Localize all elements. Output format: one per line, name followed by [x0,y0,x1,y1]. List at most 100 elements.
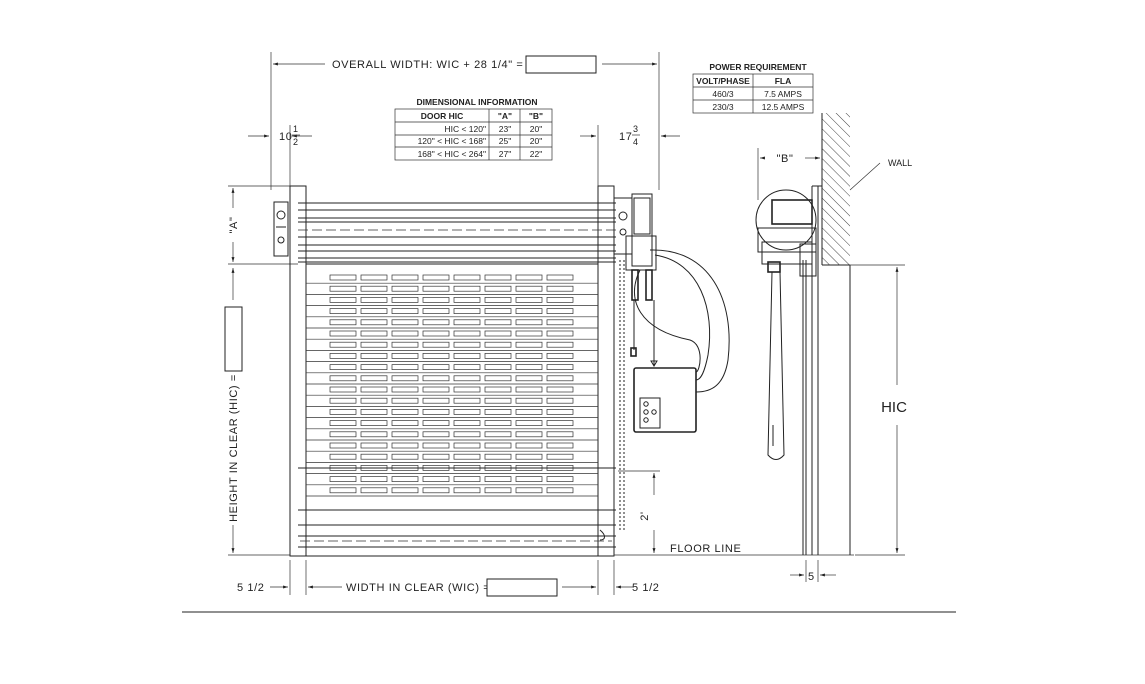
slat-vision-panel [453,453,481,460]
slat-vision-panel [484,409,512,415]
dimension-b-label: "B" [777,153,794,165]
dim-row-1-a: 23" [499,124,511,134]
slat-vision-panel [329,420,357,426]
dim-row-2-b: 20" [530,136,542,146]
dimensional-table-title: DIMENSIONAL INFORMATION [416,97,537,107]
slat-vision-panel [453,420,481,426]
right-sideroom-fraction-bottom: 4 [633,137,638,147]
left-sideroom-number: 10 [279,131,292,143]
slat-vision-panel [546,274,574,281]
slat-vision-panel [546,285,574,292]
dim-header-b: "B" [529,111,543,121]
slat-vision-panel [453,386,481,393]
slat-vision-panel [515,420,543,426]
slat-vision-panel [360,341,388,348]
slat-vision-panel [391,397,419,404]
height-in-clear-dimension: HEIGHT IN CLEAR (HIC) = [224,268,290,556]
right-sideroom-number: 17 [619,131,632,143]
width-in-clear-label: WIDTH IN CLEAR (WIC) = [346,582,490,594]
slat-vision-panel [484,487,512,494]
control-cables [634,249,730,393]
left-sideroom-dimension: 10 1 2 [248,124,312,190]
slat-vision-panel [453,330,481,337]
slat-vision-panel [546,453,574,460]
slat-vision-panel [422,386,450,393]
slat-vision-panel [329,364,357,370]
slat-vision-panel [422,285,450,292]
slat-vision-panel [329,386,357,393]
slat-vision-panel [329,476,357,482]
slat-vision-panel [453,353,481,359]
slat-vision-panel [484,386,512,393]
slat-vision-panel [515,453,543,460]
slat-vision-panel [422,420,450,426]
slat-vision-panel [422,341,450,348]
slat-vision-panel [515,353,543,359]
slat-vision-panel [453,375,481,382]
slat-vision-panel [391,364,419,370]
slat-vision-panel [453,431,481,438]
slat-vision-panel [515,431,543,438]
power-row-1-fla: 7.5 AMPS [764,89,802,99]
slat-vision-panel [546,353,574,359]
slat-vision-panel [391,285,419,292]
slat-vision-panel [329,431,357,438]
slat-vision-panel [329,274,357,281]
slat-vision-panel [422,409,450,415]
slat-vision-panel [546,364,574,370]
dimensional-information-table: DIMENSIONAL INFORMATION DOOR HIC "A" "B"… [394,97,553,161]
slat-vision-panel [515,386,543,393]
slat-vision-panel [484,353,512,359]
overall-width-input-box [525,55,597,74]
slat-vision-panel [391,476,419,482]
two-foot-dimension: 2' [618,470,660,553]
wic-input-box [486,578,558,597]
slat-vision-panel [360,364,388,370]
slat-vision-panel [391,274,419,281]
dim-header-a: "A" [498,111,512,121]
right-sideroom-fraction-top: 3 [633,124,638,134]
slat-vision-panel [360,319,388,326]
power-header-volt-phase: VOLT/PHASE [696,76,750,86]
slat-vision-panel [360,308,388,314]
slat-vision-panel [484,431,512,438]
slat-vision-panel [391,453,419,460]
slat-vision-panel [515,330,543,337]
slat-vision-panel [515,442,543,449]
slat-vision-panel [453,341,481,348]
power-row-1-volt: 460/3 [712,89,734,99]
slat-vision-panel [329,285,357,292]
side-five-label: 5 [808,571,815,583]
curtain-slats [306,274,598,497]
slat-vision-panel [422,476,450,482]
slat-vision-panel [422,431,450,438]
slat-vision-panel [391,487,419,494]
slat-vision-panel [329,375,357,382]
slat-vision-panel [453,274,481,281]
slat-vision-panel [391,308,419,314]
slat-vision-panel [453,364,481,370]
slat-vision-panel [546,386,574,393]
overall-width-label: OVERALL WIDTH: WIC + 28 1/4" = [332,59,523,71]
slat-vision-panel [484,476,512,482]
slat-vision-panel [422,308,450,314]
slat-vision-panel [453,308,481,314]
power-header-fla: FLA [775,76,792,86]
slat-vision-panel [391,297,419,303]
slat-vision-panel [546,420,574,426]
slat-vision-panel [546,476,574,482]
slat-vision-panel [360,285,388,292]
slat-vision-panel [360,274,388,281]
dimension-a: "A" [228,185,298,265]
front-operator [613,193,658,530]
dim-row-3-a: 27" [499,149,511,159]
slat-vision-panel [453,476,481,482]
slat-vision-panel [422,442,450,449]
slat-vision-panel [546,431,574,438]
slat-vision-panel [329,330,357,337]
slat-vision-panel [329,319,357,326]
slat-vision-panel [422,487,450,494]
slat-vision-panel [329,409,357,415]
coil-hood [298,202,616,263]
right-guide [597,185,615,557]
